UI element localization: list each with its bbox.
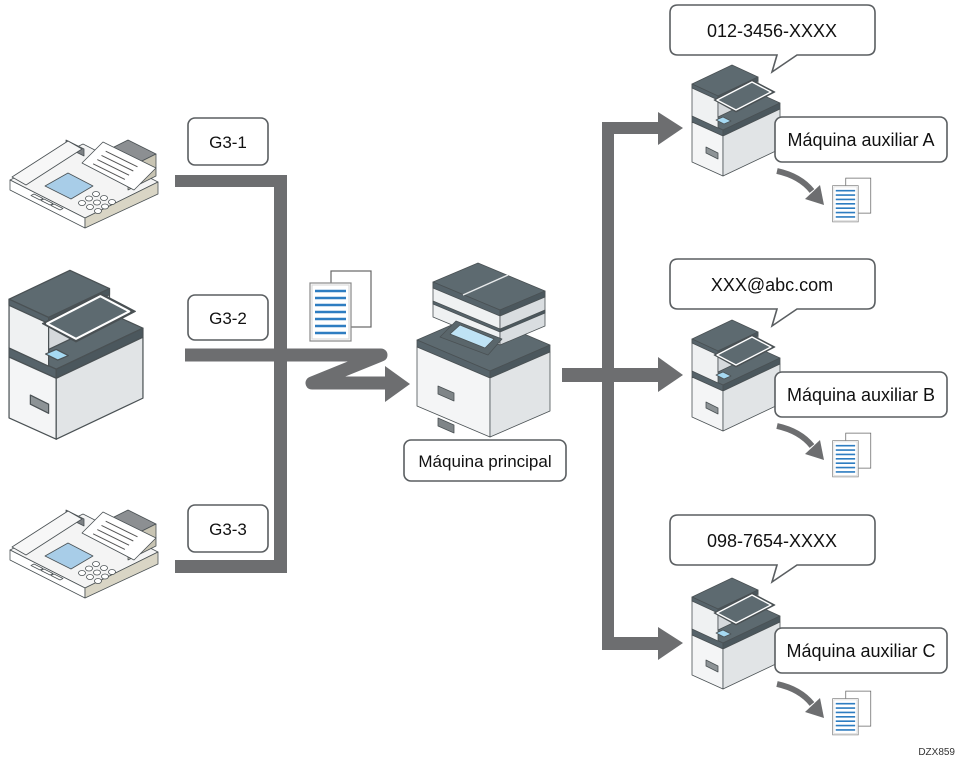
line-g3-1-connector	[175, 175, 287, 187]
fax-machine-icon	[9, 509, 159, 599]
main-machine-label-text: Máquina principal	[418, 452, 551, 471]
sub-machine-a: 012-3456-XXXX Máquina auxiliar A	[669, 4, 948, 223]
branch-a-bar	[602, 122, 658, 134]
destination-text: XXX@abc.com	[711, 275, 833, 295]
sub-machine-label-box	[774, 116, 948, 163]
output-curved-arrow-icon	[776, 168, 815, 193]
fax-machine-icon	[9, 139, 159, 229]
document-icon	[309, 270, 373, 342]
vertical-bus-connector	[274, 175, 287, 573]
destination-text: 098-7654-XXXX	[707, 531, 837, 551]
sub-machine-label-text: Máquina auxiliar A	[787, 130, 934, 150]
sub-machine-c: 098-7654-XXXX Máquina auxiliar C	[669, 514, 948, 736]
printer-icon	[7, 269, 145, 441]
destination-speech-bubble	[669, 258, 876, 328]
arrow-head-icon	[658, 357, 683, 392]
sub-machine-label-box	[774, 627, 948, 674]
line-label-text: G3-1	[209, 133, 247, 152]
figure-code: DZX859	[918, 747, 955, 758]
main-machine-label: Máquina principal	[403, 439, 567, 482]
sub-machine-label-text: Máquina auxiliar B	[787, 385, 935, 405]
branch-c-bar	[602, 637, 658, 650]
arrow-head-icon	[658, 112, 683, 145]
destination-speech-bubble	[669, 514, 876, 584]
line-label-g3-3: G3-3	[187, 504, 269, 553]
line-g3-3-connector	[175, 560, 287, 573]
output-curved-arrow-icon	[776, 681, 815, 706]
arrow-head-icon	[805, 440, 824, 460]
sub-machine-b: XXX@abc.com Máquina auxiliar B	[669, 258, 948, 478]
line-label-g3-1: G3-1	[187, 117, 269, 166]
sub-machine-label-box	[774, 371, 948, 418]
line-label-text: G3-2	[209, 309, 247, 328]
arrow-head-icon	[805, 698, 824, 718]
arrow-head-icon	[805, 185, 824, 205]
arrow-head-icon	[385, 366, 410, 402]
vertical-distribution-bar	[602, 122, 614, 650]
destination-speech-bubble	[669, 4, 876, 74]
arrow-head-icon	[658, 627, 683, 660]
printer-icon	[691, 319, 781, 432]
document-icon	[832, 432, 872, 478]
line-g3-2-z-arrow	[185, 348, 390, 390]
output-curved-arrow-icon	[776, 423, 815, 448]
printer-icon	[691, 64, 781, 177]
document-icon	[832, 177, 872, 223]
main-machine-icon	[416, 262, 551, 438]
destination-text: 012-3456-XXXX	[707, 21, 837, 41]
line-label-text: G3-3	[209, 520, 247, 539]
outgoing-distribution-connector	[562, 112, 683, 660]
line-label-g3-2: G3-2	[187, 294, 269, 341]
printer-icon	[691, 577, 781, 690]
sub-machine-label-text: Máquina auxiliar C	[786, 641, 935, 661]
document-icon	[832, 690, 872, 736]
incoming-lines-connector	[175, 175, 410, 573]
